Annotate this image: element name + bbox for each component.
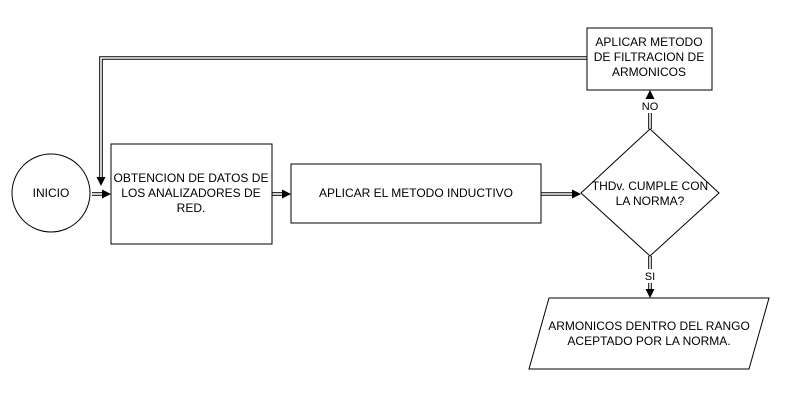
start-node-label: INICIO <box>33 186 70 200</box>
process-obtener-datos-label-line1: OBTENCION DE DATOS DE <box>114 171 269 185</box>
decision-thd-label-line2: LA NORMA? <box>616 194 685 208</box>
process-filtracion-label-line2: DE FILTRACION DE <box>594 50 704 64</box>
process-metodo-inductivo-label: APLICAR EL METODO INDUCTIVO <box>319 186 513 200</box>
process-filtracion-label-line3: ARMONICOS <box>612 65 686 79</box>
process-obtener-datos-label-line3: RED. <box>177 201 206 215</box>
output-resultado-label-line1: ARMONICOS DENTRO DEL RANGO <box>548 319 750 333</box>
start-node: INICIO <box>11 153 91 233</box>
edge-label-no: NO <box>639 99 661 113</box>
process-filtracion: APLICAR METODO DE FILTRACION DE ARMONICO… <box>586 27 713 91</box>
connector-metodo-inductivo-to-decision <box>541 189 581 199</box>
process-obtener-datos-box <box>110 143 273 245</box>
connector-filtracion-loop-to-obtencion <box>96 56 587 186</box>
output-resultado: ARMONICOS DENTRO DEL RANGO ACEPTADO POR … <box>528 297 770 370</box>
output-resultado-label-line2: ACEPTADO POR LA NORMA. <box>567 334 730 348</box>
process-obtener-datos: OBTENCION DE DATOS DE LOS ANALIZADORES D… <box>110 143 273 245</box>
process-metodo-inductivo-box <box>290 163 542 224</box>
decision-thd-diamond <box>580 128 720 257</box>
edge-label-si-text: SI <box>645 271 655 283</box>
decision-thd-label-line1: THDv. CUMPLE CON <box>592 179 708 193</box>
process-filtracion-box <box>586 27 713 91</box>
edge-label-si-bg <box>641 269 659 283</box>
start-node-circle <box>11 153 91 233</box>
output-resultado-parallelogram <box>528 297 770 370</box>
connector-inicio-to-obtencion <box>92 189 111 199</box>
process-obtener-datos-label-line2: LOS ANALIZADORES DE <box>121 186 260 200</box>
connector-obtencion-to-metodo-inductivo <box>272 189 291 199</box>
edge-label-no-text: NO <box>642 101 659 113</box>
process-metodo-inductivo: APLICAR EL METODO INDUCTIVO <box>290 163 542 224</box>
process-filtracion-label-line1: APLICAR METODO <box>595 35 702 49</box>
edge-label-si: SI <box>641 269 659 283</box>
decision-thd: THDv. CUMPLE CON LA NORMA? <box>580 128 720 257</box>
edge-label-no-bg <box>639 99 661 113</box>
